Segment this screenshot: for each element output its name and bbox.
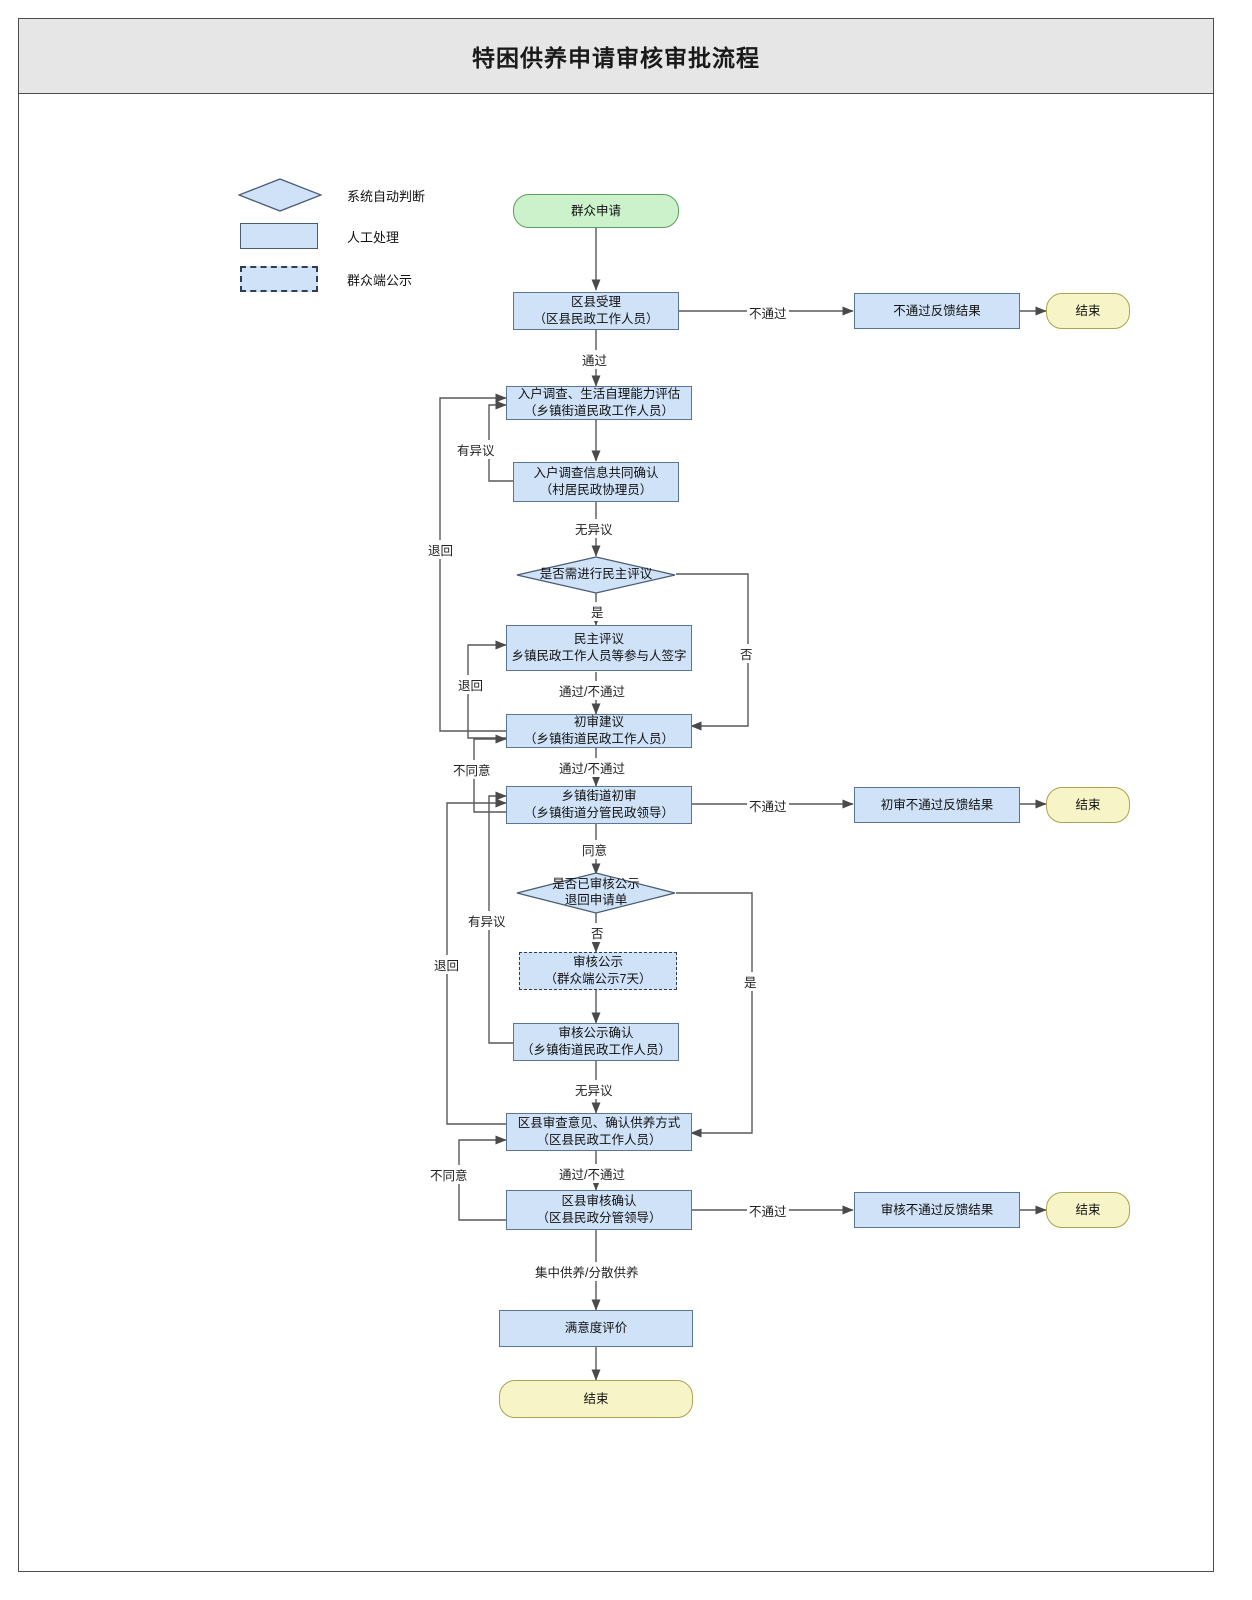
- edge-label-objection-1: 有异议: [455, 440, 497, 459]
- node-end-3[interactable]: 结束: [1046, 1192, 1130, 1228]
- edge-label-return-2: 退回: [456, 675, 486, 694]
- edge-label-pass-1: 通过: [580, 350, 610, 369]
- edge-label-pass-fail-2: 通过/不通过: [557, 758, 627, 777]
- node-survey-confirm-label: 入户调查信息共同确认: [533, 466, 659, 481]
- node-reject-feedback-1-label: 不通过反馈结果: [893, 303, 981, 318]
- node-district-accept[interactable]: 区县受理 （区县民政工作人员）: [513, 292, 679, 330]
- node-end-4-label: 结束: [583, 1391, 609, 1406]
- legend-label-publish: 群众端公示: [347, 272, 413, 288]
- node-already-published-label: 是否已审核公示 退回申请单: [516, 872, 676, 914]
- legend-dashed-rect-icon: [240, 266, 318, 292]
- edge-label-return-3: 退回: [432, 955, 462, 974]
- node-reject-feedback-1[interactable]: 不通过反馈结果: [854, 293, 1020, 329]
- node-satisfaction-label: 满意度评价: [564, 1321, 628, 1336]
- node-first-opinion-sub: （乡镇街道民政工作人员）: [523, 732, 674, 746]
- node-district-accept-label: 区县受理: [570, 295, 621, 310]
- diagram-header: 特困供养申请审核审批流程: [18, 18, 1214, 94]
- edge-label-yes-1: 是: [589, 602, 606, 621]
- node-already-published-line2: 退回申请单: [564, 893, 628, 907]
- node-end-1-label: 结束: [1075, 303, 1101, 318]
- edge-label-disagree-1: 不同意: [451, 760, 493, 779]
- node-reject-feedback-2[interactable]: 初审不通过反馈结果: [854, 787, 1020, 823]
- edge-label-no-2: 否: [589, 923, 606, 942]
- node-reject-feedback-3[interactable]: 审核不通过反馈结果: [854, 1192, 1020, 1228]
- node-satisfaction[interactable]: 满意度评价: [499, 1310, 693, 1347]
- node-town-first-review-label: 乡镇街道初审: [561, 789, 637, 804]
- page-title: 特困供养申请审核审批流程: [472, 45, 760, 71]
- node-public-notice-label: 审核公示: [572, 955, 623, 970]
- edge-label-pass-fail-3: 通过/不通过: [557, 1164, 627, 1183]
- node-town-first-review[interactable]: 乡镇街道初审 （乡镇街道分管民政领导）: [506, 786, 692, 824]
- node-reject-feedback-3-label: 审核不通过反馈结果: [880, 1202, 994, 1217]
- node-home-survey[interactable]: 入户调查、生活自理能力评估 （乡镇街道民政工作人员）: [506, 386, 692, 420]
- edge-label-fail-2: 不通过: [747, 796, 789, 815]
- node-district-review-label: 区县审查意见、确认供养方式: [517, 1116, 681, 1131]
- node-district-confirm-label: 区县审核确认: [561, 1194, 637, 1209]
- node-democratic-review-sub: 乡镇民政工作人员等参与人签字: [511, 649, 687, 663]
- edge-label-yes-2: 是: [742, 972, 759, 991]
- legend-label-process: 人工处理: [347, 229, 400, 245]
- node-home-survey-sub: （乡镇街道民政工作人员）: [523, 404, 674, 418]
- legend-label-decision: 系统自动判断: [347, 188, 426, 204]
- node-first-opinion[interactable]: 初审建议 （乡镇街道民政工作人员）: [506, 714, 692, 748]
- node-home-survey-label: 入户调查、生活自理能力评估: [517, 387, 681, 402]
- legend-rect-icon: [240, 223, 318, 249]
- node-need-democratic-review-label: 是否需进行民主评议: [539, 567, 653, 582]
- node-district-accept-sub: （区县民政工作人员）: [533, 312, 659, 326]
- node-end-1[interactable]: 结束: [1046, 293, 1130, 329]
- node-survey-confirm[interactable]: 入户调查信息共同确认 （村居民政协理员）: [513, 462, 679, 502]
- node-public-confirm-label: 审核公示确认: [558, 1026, 634, 1041]
- edge-label-no-objection-2: 无异议: [573, 1080, 615, 1099]
- edge-label-agree-1: 同意: [580, 840, 610, 859]
- node-end-3-label: 结束: [1075, 1202, 1101, 1217]
- edge-label-support-type: 集中供养/分散供养: [533, 1262, 641, 1281]
- node-town-first-review-sub: （乡镇街道分管民政领导）: [523, 806, 674, 820]
- legend-item-decision: 系统自动判断: [237, 178, 426, 212]
- node-public-notice-sub: （群众端公示7天）: [544, 972, 652, 986]
- node-district-confirm[interactable]: 区县审核确认 （区县民政分管领导）: [506, 1190, 692, 1230]
- node-start[interactable]: 群众申请: [513, 194, 679, 228]
- node-democratic-review-label: 民主评议: [573, 632, 624, 647]
- node-already-published-line1: 是否已审核公示: [552, 877, 640, 892]
- node-start-label: 群众申请: [570, 203, 621, 218]
- node-survey-confirm-sub: （村居民政协理员）: [539, 483, 653, 497]
- edge-label-fail-3: 不通过: [747, 1201, 789, 1220]
- node-public-confirm[interactable]: 审核公示确认 （乡镇街道民政工作人员）: [513, 1023, 679, 1061]
- legend-item-publish: 群众端公示: [240, 266, 412, 292]
- node-district-review[interactable]: 区县审查意见、确认供养方式 （区县民政工作人员）: [506, 1113, 692, 1151]
- edge-label-no-objection-1: 无异议: [573, 519, 615, 538]
- node-end-2[interactable]: 结束: [1046, 787, 1130, 823]
- edge-label-no-1: 否: [738, 644, 755, 663]
- node-need-democratic-review[interactable]: 是否需进行民主评议: [516, 556, 676, 594]
- node-already-published[interactable]: 是否已审核公示 退回申请单: [516, 872, 676, 914]
- node-end-4[interactable]: 结束: [499, 1380, 693, 1418]
- edge-label-objection-2: 有异议: [466, 911, 508, 930]
- legend-item-process: 人工处理: [240, 223, 399, 249]
- node-end-2-label: 结束: [1075, 797, 1101, 812]
- edge-label-disagree-2: 不同意: [428, 1165, 470, 1184]
- legend-diamond-icon: [237, 178, 323, 212]
- node-district-confirm-sub: （区县民政分管领导）: [536, 1211, 662, 1225]
- node-district-review-sub: （区县民政工作人员）: [536, 1133, 662, 1147]
- node-democratic-review[interactable]: 民主评议 乡镇民政工作人员等参与人签字: [506, 625, 692, 671]
- node-public-confirm-sub: （乡镇街道民政工作人员）: [520, 1043, 671, 1057]
- edge-label-return-1: 退回: [426, 540, 456, 559]
- edge-label-pass-fail-1: 通过/不通过: [557, 681, 627, 700]
- edge-label-fail-1: 不通过: [747, 303, 789, 322]
- node-reject-feedback-2-label: 初审不通过反馈结果: [880, 797, 994, 812]
- node-first-opinion-label: 初审建议: [573, 715, 624, 730]
- node-public-notice[interactable]: 审核公示 （群众端公示7天）: [519, 952, 677, 990]
